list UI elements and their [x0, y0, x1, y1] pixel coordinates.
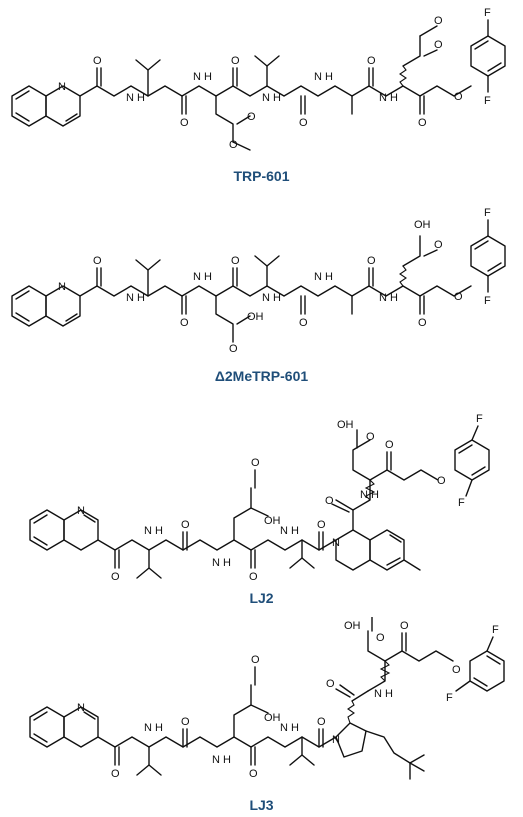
- atom-o-6: O: [326, 678, 335, 690]
- atom-o-2: O: [180, 117, 189, 129]
- atom-o-8: O: [400, 620, 409, 632]
- atom-o-8: O: [385, 439, 394, 451]
- atom-o-8: O: [418, 317, 427, 329]
- atom-o-9: O: [434, 39, 443, 51]
- structure-d2metrp601-drawing: N O N H O N H O OH O N H O N H O N H O O…: [11, 207, 506, 355]
- atom-o-1: O: [93, 55, 102, 67]
- atom-o-6: O: [325, 495, 334, 507]
- atom-f-2: F: [484, 295, 491, 307]
- atom-nh-1: N H: [126, 292, 145, 304]
- atom-f-1: F: [484, 207, 491, 219]
- atom-f-2: F: [484, 95, 491, 107]
- atom-o-11: O: [454, 91, 463, 103]
- atom-o-9: O: [434, 239, 443, 251]
- structure-trp601-drawing: N O N H O N H O O O N H O N H O N H O O …: [11, 7, 506, 151]
- atom-f-2: F: [446, 692, 453, 704]
- compound-label: LJ2: [249, 590, 274, 606]
- atom-n-quinoline: N: [58, 81, 66, 93]
- atom-nh-2: N H: [212, 754, 231, 766]
- atom-o-5: O: [317, 716, 326, 728]
- atom-o-9: O: [437, 475, 446, 487]
- atom-f-1: F: [484, 7, 491, 19]
- atom-nh-3: N H: [280, 722, 299, 734]
- atom-o-9: O: [452, 664, 461, 676]
- quinoline-ring: [11, 85, 81, 127]
- atom-o-1: O: [111, 768, 120, 780]
- atom-nh-5: N H: [379, 292, 398, 304]
- atom-nh-3: N H: [262, 92, 281, 104]
- atom-nh-5: N H: [379, 92, 398, 104]
- atom-o-5: O: [229, 139, 238, 151]
- structure-lj2-drawing: N O N H O N H O OH O N H O N O N H OH O …: [29, 413, 490, 583]
- atom-o-7: O: [367, 255, 376, 267]
- atom-o-3: O: [249, 571, 258, 583]
- atom-o-4: O: [247, 111, 256, 123]
- structure-lj2: N O N H O N H O OH O N H O N O N H OH O …: [0, 400, 523, 612]
- atom-o-6: O: [299, 317, 308, 329]
- atom-f-1: F: [476, 413, 483, 425]
- atom-nh-1: N H: [144, 722, 163, 734]
- atom-nh-4: N H: [360, 489, 379, 501]
- atom-o-7: O: [366, 431, 375, 443]
- atom-o-5: O: [317, 519, 326, 531]
- structure-trp601: N O N H O N H O O O N H O N H O N H O O …: [0, 0, 523, 190]
- atom-o-3: O: [231, 55, 240, 67]
- structure-d2metrp601: N O N H O N H O OH O N H O N H O N H O O…: [0, 200, 523, 390]
- atom-o-3: O: [231, 255, 240, 267]
- atom-o-4: O: [251, 654, 260, 666]
- atom-oh-2: OH: [414, 219, 431, 231]
- atom-o-5: O: [229, 343, 238, 355]
- structure-lj3-drawing: N O N H O N H O OH O N H O N O N H OH O …: [29, 617, 505, 780]
- atom-o-6: O: [299, 117, 308, 129]
- atom-nh-1: N H: [144, 525, 163, 537]
- atom-o-11: O: [454, 291, 463, 303]
- atom-nh-4: N H: [314, 271, 333, 283]
- atom-o-7: O: [376, 632, 385, 644]
- atom-o-2: O: [180, 317, 189, 329]
- atom-o-1: O: [111, 571, 120, 583]
- atom-oh-2: OH: [344, 620, 361, 632]
- atom-o-2: O: [181, 519, 190, 531]
- atom-nh-1: N H: [126, 92, 145, 104]
- atom-o-2: O: [181, 716, 190, 728]
- atom-n-quinoline: N: [77, 702, 85, 714]
- atom-o-10: O: [434, 15, 443, 27]
- structure-lj3: N O N H O N H O OH O N H O N O N H OH O …: [0, 617, 523, 817]
- compound-label: LJ3: [249, 797, 274, 813]
- atom-n-quinoline: N: [58, 281, 66, 293]
- atom-nh-4: N H: [374, 688, 393, 700]
- atom-o-4: O: [251, 457, 260, 469]
- atom-nh-3: N H: [280, 525, 299, 537]
- atom-oh-1: OH: [264, 712, 281, 724]
- compound-label: TRP-601: [233, 168, 290, 184]
- atom-o-3: O: [249, 768, 258, 780]
- atom-oh-1: OH: [264, 515, 281, 527]
- atom-n-quinoline: N: [77, 505, 85, 517]
- atom-o-8: O: [418, 117, 427, 129]
- atom-nh-2: N H: [212, 557, 231, 569]
- atom-oh-2: OH: [337, 419, 354, 431]
- atom-o-1: O: [93, 255, 102, 267]
- atom-nh-2: N H: [193, 71, 212, 83]
- atom-nh-4: N H: [314, 71, 333, 83]
- atom-f-2: F: [458, 497, 465, 509]
- atom-nh-2: N H: [193, 271, 212, 283]
- atom-nh-3: N H: [262, 292, 281, 304]
- backbone: [79, 85, 472, 97]
- atom-n-ring: N: [332, 734, 340, 746]
- compound-label: Δ2MeTRP-601: [214, 368, 309, 384]
- atom-oh-1: OH: [247, 311, 264, 323]
- atom-o-7: O: [367, 55, 376, 67]
- atom-n-ring: N: [332, 537, 340, 549]
- atom-f-1: F: [492, 624, 499, 636]
